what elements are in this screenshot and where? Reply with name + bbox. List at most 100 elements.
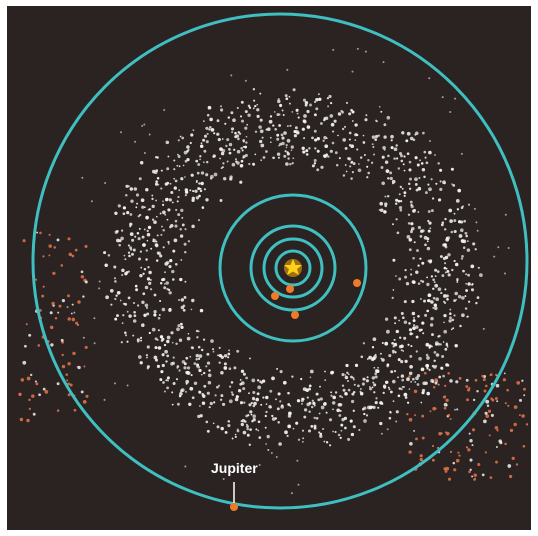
asteroid-dot	[145, 353, 149, 357]
asteroid-dot	[209, 117, 213, 122]
asteroid-dot	[189, 141, 192, 145]
trojan-asteroid-dot	[432, 385, 436, 389]
asteroid-dot	[313, 416, 316, 420]
asteroid-dot	[248, 443, 251, 446]
trojan-asteroid-dot	[34, 380, 37, 383]
asteroid-dot	[313, 129, 317, 133]
asteroid-dot	[402, 385, 405, 389]
trojan-asteroid-dot	[449, 450, 453, 454]
asteroid-dot	[437, 383, 440, 386]
asteroid-dot	[339, 409, 342, 412]
asteroid-dot	[241, 149, 244, 152]
asteroid-dot	[332, 408, 334, 411]
asteroid-dot	[453, 299, 456, 302]
asteroid-dot	[278, 124, 281, 127]
asteroid-dot	[421, 321, 425, 325]
asteroid-dot	[403, 155, 406, 158]
asteroid-dot	[453, 259, 456, 263]
asteroid-dot	[322, 139, 325, 142]
asteroid-dot	[420, 367, 425, 372]
asteroid-dot	[317, 398, 321, 402]
asteroid-dot	[403, 300, 407, 304]
asteroid-dot	[384, 195, 387, 198]
asteroid-dot	[220, 105, 222, 108]
asteroid-dot	[269, 389, 273, 393]
asteroid-dot	[464, 231, 468, 235]
asteroid-dot	[454, 408, 456, 411]
asteroid-dot	[341, 127, 345, 131]
trojan-asteroid-dot	[406, 412, 409, 416]
asteroid-dot	[372, 356, 376, 361]
asteroid-dot	[395, 329, 399, 334]
asteroid-dot	[222, 478, 225, 480]
asteroid-dot	[466, 248, 471, 252]
asteroid-dot	[404, 268, 407, 272]
asteroid-dot	[170, 190, 174, 195]
asteroid-dot	[163, 343, 167, 347]
asteroid-dot	[406, 377, 410, 382]
asteroid-dot	[124, 331, 127, 335]
trojan-asteroid-dot	[481, 473, 485, 477]
asteroid-dot	[163, 390, 166, 393]
asteroid-dot	[407, 343, 410, 346]
asteroid-dot	[160, 370, 164, 374]
asteroid-dot	[405, 282, 410, 286]
trojans-leading-cluster	[18, 231, 89, 423]
asteroid-dot	[304, 103, 308, 107]
asteroid-dot	[296, 112, 299, 115]
asteroid-dot	[142, 292, 146, 296]
asteroid-dot	[312, 401, 316, 406]
asteroid-dot	[433, 281, 436, 284]
asteroid-dot	[159, 281, 163, 285]
asteroid-dot	[396, 231, 400, 235]
asteroid-dot	[142, 272, 145, 275]
asteroid-dot	[258, 464, 261, 466]
asteroid-dot	[456, 208, 460, 211]
asteroid-dot	[162, 246, 165, 249]
asteroid-dot	[143, 267, 147, 271]
trojan-asteroid-dot	[452, 461, 456, 465]
asteroid-dot	[253, 401, 257, 406]
asteroid-dot	[395, 420, 398, 423]
asteroid-dot	[276, 407, 280, 411]
asteroid-dot	[280, 133, 284, 137]
trojan-asteroid-dot	[456, 408, 459, 411]
asteroid-dot	[349, 165, 352, 168]
trojan-asteroid-dot	[503, 372, 506, 375]
asteroid-dot	[417, 211, 420, 213]
trojan-asteroid-dot	[494, 426, 499, 430]
asteroid-dot	[200, 181, 204, 186]
trojan-asteroid-dot	[485, 414, 490, 418]
asteroid-dot	[262, 396, 265, 399]
asteroid-dot	[177, 155, 181, 158]
trojan-asteroid-dot	[449, 379, 453, 383]
asteroid-dot	[413, 208, 416, 212]
asteroid-dot	[142, 243, 146, 247]
asteroid-dot	[167, 240, 170, 244]
trojan-asteroid-dot	[408, 371, 413, 376]
asteroid-dot	[245, 141, 248, 144]
asteroid-dot	[403, 169, 406, 172]
asteroid-dot	[373, 383, 377, 387]
asteroid-dot	[425, 363, 430, 368]
asteroid-dot	[234, 135, 238, 139]
asteroid-dot	[93, 317, 96, 320]
asteroid-dot	[210, 174, 214, 179]
asteroid-dot	[167, 208, 171, 212]
asteroid-dot	[352, 409, 355, 412]
asteroid-dot	[393, 157, 396, 160]
asteroid-dot	[337, 433, 341, 437]
asteroid-dot	[418, 356, 422, 361]
asteroid-dot	[109, 288, 114, 293]
trojan-asteroid-dot	[490, 413, 494, 417]
asteroid-dot	[444, 288, 447, 291]
asteroid-dot	[420, 298, 422, 300]
asteroid-dot	[381, 341, 384, 345]
asteroid-dot	[297, 483, 300, 486]
trojan-asteroid-dot	[419, 457, 423, 462]
asteroid-dot	[188, 402, 192, 406]
asteroid-dot	[459, 228, 464, 233]
asteroid-dot	[288, 102, 291, 105]
trojan-asteroid-dot	[68, 252, 73, 257]
asteroid-dot	[221, 138, 224, 140]
